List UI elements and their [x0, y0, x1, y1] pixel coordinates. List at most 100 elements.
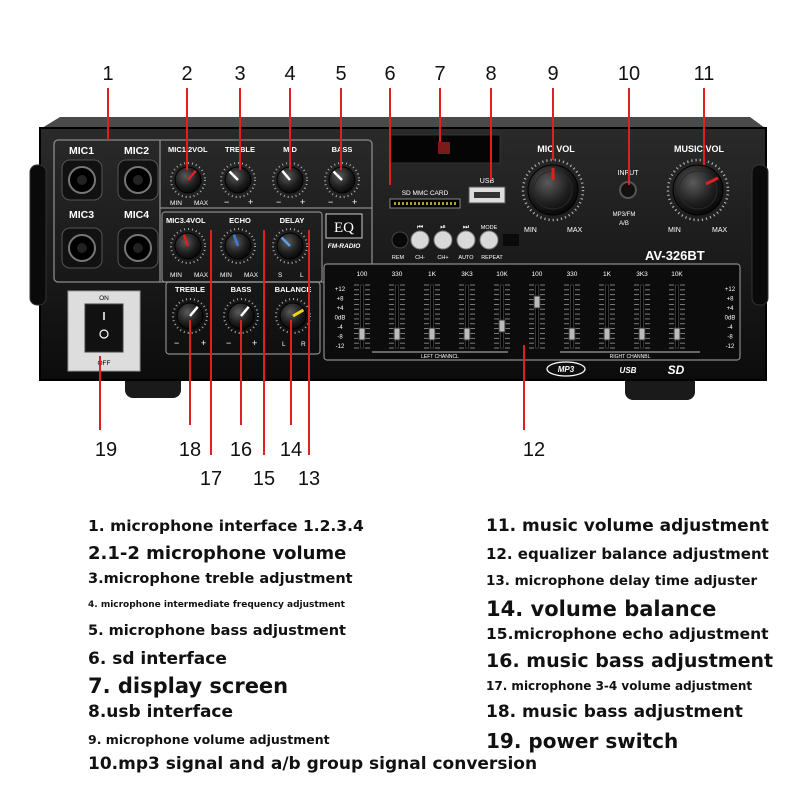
mic-mid-knob[interactable]: [272, 162, 308, 198]
eq-slider-knob[interactable]: [603, 327, 611, 341]
l-label: L: [300, 272, 304, 279]
eq-slider-knob[interactable]: [638, 327, 646, 341]
callout-7: 7: [434, 63, 445, 85]
eq-badge: [325, 213, 363, 239]
right-handle: [751, 164, 769, 306]
repeat-label: REPEAT: [481, 255, 503, 261]
eq-slider-track: [640, 284, 644, 349]
eq-freq-label: 3K3: [636, 271, 648, 278]
equalizer-panel: [323, 263, 741, 361]
minus-label: −: [226, 338, 231, 348]
prev-button[interactable]: [410, 230, 430, 250]
next-button[interactable]: [456, 230, 476, 250]
sd-slot-label: SD MMC CARD: [402, 190, 449, 197]
eq-slider-knob[interactable]: [568, 327, 576, 341]
callout-14: 14: [280, 439, 302, 461]
mic-jack[interactable]: [117, 227, 159, 269]
callout-1: 1: [102, 63, 113, 85]
eq-scale-label: -8: [337, 335, 343, 341]
max-label: MAX: [244, 272, 259, 279]
ch-minus-label: CH-: [415, 255, 425, 261]
min-label: MIN: [170, 200, 182, 207]
eq-slider-knob[interactable]: [463, 327, 471, 341]
mic-vol-label: MIC VOL: [537, 144, 575, 154]
model-name: AV-326BT: [645, 248, 705, 263]
callout-9: 9: [547, 63, 558, 85]
power-switch[interactable]: [84, 303, 124, 353]
music-tone-panel: [165, 281, 321, 355]
mic-volume-knob[interactable]: [521, 158, 585, 222]
aux-indicator: [503, 234, 519, 246]
eq-slider-knob[interactable]: [358, 327, 366, 341]
eq-freq-label: 100: [357, 271, 368, 278]
callout-6: 6: [384, 63, 395, 85]
sd-card-slot[interactable]: [389, 198, 461, 209]
min-label: MIN: [668, 227, 681, 234]
usb-port-label: USB: [480, 178, 495, 185]
echo-label: ECHO: [229, 216, 251, 225]
display-indicator: [438, 142, 450, 154]
ab-label: A/B: [619, 221, 629, 227]
eq-scale-label: -12: [726, 344, 735, 350]
eq-slider-track: [675, 284, 679, 349]
delay-label: DELAY: [280, 216, 305, 225]
mic-bass-knob[interactable]: [324, 162, 360, 198]
rem-label: REM: [392, 255, 405, 261]
eq-freq-label: 330: [392, 271, 403, 278]
callout-4: 4: [284, 63, 295, 85]
eq-slider-knob[interactable]: [533, 295, 541, 309]
eq-slider-knob[interactable]: [393, 327, 401, 341]
eq-slider-knob[interactable]: [498, 319, 506, 333]
eq-scale-label: +8: [337, 297, 345, 303]
max-label: MAX: [712, 227, 728, 234]
eq-slider-track: [535, 284, 539, 349]
fm-radio-label: FM-RADIO: [328, 243, 361, 250]
eq-slider-knob[interactable]: [673, 327, 681, 341]
play-pause-button[interactable]: [433, 230, 453, 250]
minus-label: −: [174, 338, 179, 348]
chassis-top: [42, 117, 765, 128]
eq-slider-track: [430, 284, 434, 349]
eq-scale-label: 0dB: [725, 316, 736, 322]
eq-freq-label: 1K: [428, 271, 437, 278]
power-on-label: ON: [99, 295, 109, 302]
min-label: MIN: [170, 272, 182, 279]
eq-freq-label: 10K: [671, 271, 683, 278]
mic34-vol-label: MIC3.4VOL: [166, 216, 206, 225]
mic-jack[interactable]: [61, 159, 103, 201]
ir-receiver: [391, 231, 409, 249]
mode-button[interactable]: [479, 230, 499, 250]
eq-slider-knob[interactable]: [428, 327, 436, 341]
mic12-vol-label: MIC1.2VOL: [168, 145, 208, 154]
mic34-volume-knob[interactable]: [170, 228, 206, 264]
eq-slider-track: [395, 284, 399, 349]
mic12-volume-knob[interactable]: [170, 162, 206, 198]
plus-label: +: [352, 197, 357, 207]
callout-10: 10: [618, 63, 640, 85]
plus-label: +: [201, 338, 206, 348]
mic-jack[interactable]: [61, 227, 103, 269]
max-label: MAX: [194, 200, 209, 207]
callout-8: 8: [485, 63, 496, 85]
mic-jack[interactable]: [117, 159, 159, 201]
delay-knob[interactable]: [272, 228, 308, 264]
eq-freq-label: 330: [567, 271, 578, 278]
echo-knob[interactable]: [220, 228, 256, 264]
eq-scale-label: +12: [335, 287, 346, 293]
plus-label: +: [300, 197, 305, 207]
eq-freq-label: 100: [532, 271, 543, 278]
eq-freq-label: 1K: [603, 271, 612, 278]
mp3-logo-text: MP3: [558, 365, 575, 374]
callout-11: 11: [694, 63, 715, 85]
min-label: MIN: [524, 227, 537, 234]
eq-freq-label: 3K3: [461, 271, 473, 278]
callout-17: 17: [200, 468, 222, 490]
mic4-label: MIC4: [124, 209, 149, 221]
left-handle: [29, 164, 47, 306]
sd-logo: SD: [668, 363, 685, 377]
eq-scale-label: -4: [727, 325, 733, 331]
mic-treble-knob[interactable]: [220, 162, 256, 198]
music-volume-knob[interactable]: [666, 158, 730, 222]
